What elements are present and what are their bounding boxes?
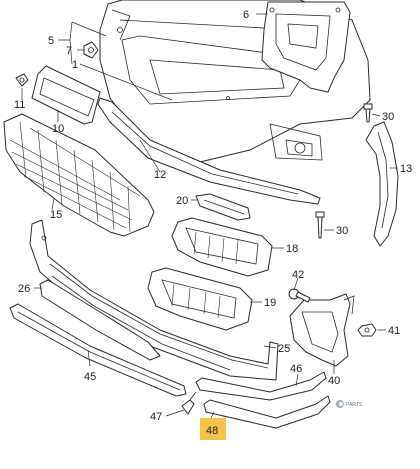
callout-30-upper: 30 [382,111,394,123]
part-trim-strip-12 [39,279,161,361]
callout-48: 48 [206,425,218,437]
part-screw-42 [288,288,311,303]
part-bracket [261,1,351,93]
part-clip-7 [83,41,99,59]
callout-labels: 5 7 6 1 11 10 12 15 30 13 30 20 18 19 25… [14,9,412,437]
brand-logo-text: PARTS [346,402,363,408]
part-nut-41 [357,323,377,337]
part-fog-housing-upper [171,217,273,277]
callout-7: 7 [66,45,72,57]
part-trim-48 [203,395,331,429]
callout-15: 15 [50,209,62,221]
part-trim-strip-45 [9,303,187,397]
part-wheel-arch-trim [365,121,399,247]
callout-12: 26 [18,283,30,295]
part-lower-strip [97,97,321,205]
callout-26: 11 [14,99,25,111]
part-small-trim [195,193,251,221]
highlight-48 [200,418,226,440]
part-license-plate [31,65,101,125]
callout-11: 25 [278,343,290,355]
callout-47: 47 [150,411,162,423]
callout-18: 18 [286,243,298,255]
part-grille [3,113,155,237]
part-screw-30-upper [363,103,373,123]
part-trim-46 [195,371,327,401]
part-clip-26 [15,73,29,87]
callout-45: 45 [84,371,96,383]
callout-41: 41 [388,325,400,337]
callout-13: 13 [400,163,412,175]
callout-40: 40 [328,375,340,387]
callout-5: 5 [48,35,54,47]
part-fastener-47 [181,391,197,415]
part-screw-30-lower [315,211,325,239]
callout-10: 12 [154,169,166,181]
part-side-bracket [289,293,355,367]
leader-lines [21,13,398,421]
callout-6: 6 [243,9,249,21]
callout-46: 46 [290,363,302,375]
callout-42: 42 [292,269,304,281]
callout-19: 19 [264,297,276,309]
part-fog-housing-lower [147,267,253,331]
callout-25: 10 [52,123,64,135]
callout-1: 1 [72,59,78,71]
callout-20: 20 [176,195,188,207]
brand-logo: PARTS [336,400,363,408]
callout-30-lower: 30 [336,225,348,237]
